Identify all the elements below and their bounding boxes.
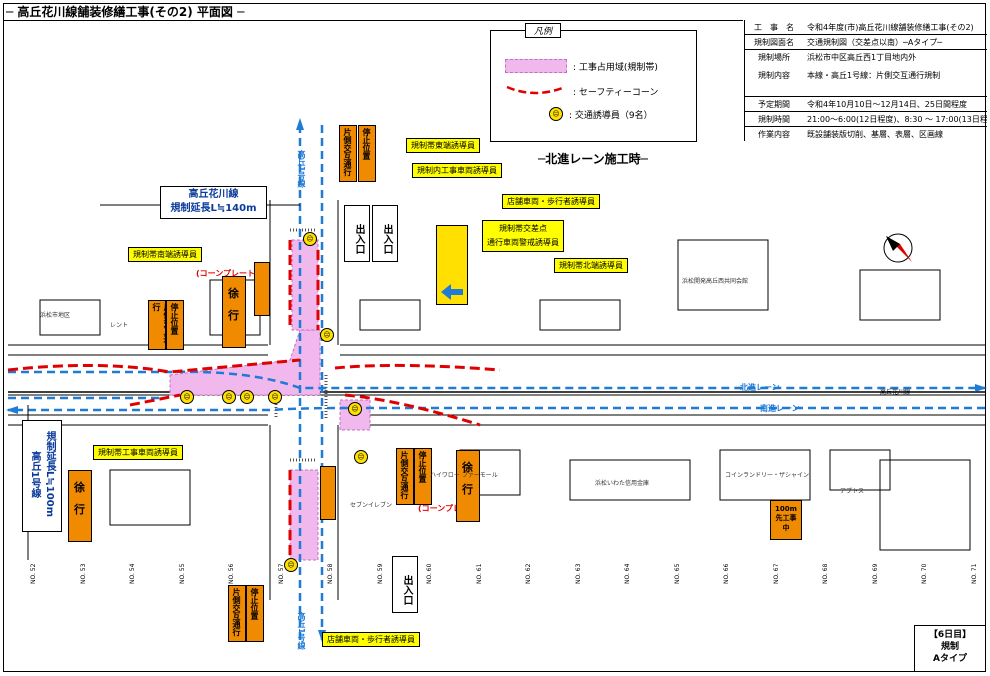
- alternate-traffic-sign: 片側交互通行: [396, 448, 414, 505]
- pedestrian-sign: [320, 466, 336, 520]
- arrow-left-icon: [441, 284, 463, 300]
- guard-icon: ☹: [320, 328, 334, 342]
- station-label: NO. 66: [723, 563, 730, 584]
- station-label: NO. 64: [624, 563, 631, 584]
- building-label: ハイワロー ファーモール: [430, 472, 498, 479]
- callout-work-vehicle-south: 規制帯工事車両誘導員: [93, 445, 183, 460]
- info-table: 工 事 名令和4年度(市)高丘花川線舗装修繕工事(その2) 規制図面名交通規制図…: [744, 20, 987, 141]
- info-row-content: 規制内容本線・高丘1号線：片側交互通行規制: [758, 70, 941, 80]
- guard-icon: ☹: [240, 390, 254, 404]
- station-label: NO. 69: [871, 563, 879, 584]
- station-label: NO. 55: [178, 563, 186, 584]
- building-label: 浜松市地区: [40, 312, 71, 319]
- callout-east-end: 規制帯東端誘導員: [406, 138, 480, 153]
- callout-south-end: 規制帯南端誘導員: [128, 247, 202, 262]
- station-label: NO. 57: [277, 563, 285, 584]
- legend-guard: ☹: 交通誘導員（9名）: [549, 107, 653, 121]
- callout-north-end: 規制帯北端誘導員: [554, 258, 628, 273]
- station-label: NO. 52: [30, 563, 37, 584]
- station-label: NO. 71: [970, 563, 978, 584]
- cone-plate-label: (コーンプレート): [418, 504, 481, 513]
- main-road-extent-box: 高丘花川線 規制延長L≒140m: [160, 186, 267, 219]
- info-row-place: 規制場所浜松市中区高丘西1丁目地内外: [745, 49, 987, 64]
- stop-position-sign: 停止位置: [166, 300, 184, 350]
- cone-line-icon: [506, 85, 566, 95]
- exit-sign: 出入口: [372, 205, 398, 262]
- title-divider: [3, 20, 743, 21]
- speed-warning-sign: 100m先工事中: [770, 500, 802, 540]
- legend-cone: : セーフティーコーン: [505, 83, 658, 99]
- station-label: NO. 70: [921, 563, 928, 584]
- callout-shop-pedestrian: 店舗車両・歩行者誘導員: [502, 194, 600, 209]
- stop-position-sign: 停止位置: [358, 125, 376, 182]
- building-label: レント: [110, 322, 129, 329]
- info-row-work: 作業内容既設舗装版切削、基層、表層、区画線: [745, 126, 987, 141]
- stop-position-sign: 停止位置: [414, 448, 432, 505]
- guard-icon: ☹: [303, 232, 317, 246]
- stop-position-sign: 停止位置: [246, 585, 264, 642]
- slow-sign: 徐 行: [222, 276, 246, 348]
- day-box: 【6日目】 規制 Aタイプ: [914, 625, 986, 672]
- legend-work-area: : 工事占用域(規制帯): [505, 59, 658, 73]
- alternate-traffic-sign: 片側交互通行: [228, 585, 246, 642]
- station-label: NO. 58: [327, 563, 334, 584]
- building-label: 浜松開発高丘西共同会館: [682, 278, 749, 285]
- legend: 凡例 : 工事占用域(規制帯) : セーフティーコーン ☹: 交通誘導員（9名）: [490, 23, 697, 142]
- station-label: NO. 60: [426, 563, 433, 584]
- alternate-traffic-sign: 片側交互通行: [339, 125, 357, 182]
- guard-icon: ☹: [180, 390, 194, 404]
- station-label: NO. 56: [228, 563, 235, 584]
- guard-icon: ☹: [348, 402, 362, 416]
- north-arrow-icon: [883, 233, 913, 263]
- alternate-traffic-sign: 片側交互通行: [148, 300, 172, 350]
- main-road-label: 高丘花川線: [880, 389, 911, 396]
- legend-title: 凡例: [525, 23, 562, 38]
- side-road-label-top: 高丘1号線: [297, 150, 306, 188]
- station-label: NO. 63: [574, 563, 582, 584]
- callout-shop-pedestrian-south: 店舗車両・歩行者誘導員: [322, 632, 420, 647]
- guard-icon: ☹: [549, 107, 563, 121]
- page-title: ─ 高丘花川線舗装修繕工事(その2) 平面図 ─: [6, 5, 245, 19]
- guard-icon: ☹: [354, 450, 368, 464]
- building-label: アプトス: [840, 488, 865, 495]
- info-row-period: 予定期間令和4年10月10日～12月14日、25日間程度: [745, 96, 987, 111]
- station-label: NO. 61: [475, 563, 483, 584]
- side-road-label-bottom: 高丘1号線: [297, 612, 306, 650]
- shop-sign: [436, 225, 468, 305]
- north-lane-label: 北進レーン: [740, 383, 780, 392]
- building-label: コインランドリー・ザシャイン: [725, 472, 810, 479]
- drawing-frame: [3, 3, 986, 672]
- station-label: NO. 67: [772, 563, 780, 584]
- side-road-extent-box: 高丘1号線規制延長L≒100m: [22, 420, 62, 532]
- exit-sign: 出入口: [392, 556, 418, 613]
- guard-icon: ☹: [284, 558, 298, 572]
- south-lane-label: 南進レーン: [760, 404, 800, 413]
- slow-sign: 徐 行: [68, 470, 92, 542]
- cone-plate-label: (コーンプレート): [196, 269, 259, 278]
- work-area-swatch: [505, 59, 567, 73]
- station-label: NO. 59: [376, 563, 384, 584]
- building-label: セブンイレブン: [350, 502, 393, 509]
- slow-sign: 徐 行: [456, 450, 480, 522]
- station-label: NO. 62: [525, 563, 532, 584]
- callout-work-vehicle: 規制内工事車両誘導員: [412, 163, 502, 178]
- station-label: NO. 65: [673, 563, 681, 584]
- pedestrian-sign: [254, 262, 270, 316]
- guard-icon: ☹: [268, 390, 282, 404]
- callout-intersection: 規制帯交差点通行車両警戒誘導員: [482, 220, 564, 252]
- guard-icon: ☹: [222, 390, 236, 404]
- info-row-drawing: 規制図面名交通規制図（交差点以南）─Aタイプ─: [745, 34, 987, 49]
- station-label: NO. 53: [79, 563, 87, 584]
- station-label: NO. 68: [822, 563, 829, 584]
- building-label: 浜松いわた信用金庫: [595, 480, 650, 487]
- station-label: NO. 54: [129, 563, 136, 584]
- phase-label: ─北進レーン施工時─: [538, 152, 648, 166]
- info-row-project: 工 事 名令和4年度(市)高丘花川線舗装修繕工事(その2): [754, 22, 974, 32]
- exit-sign: 出入口: [344, 205, 370, 262]
